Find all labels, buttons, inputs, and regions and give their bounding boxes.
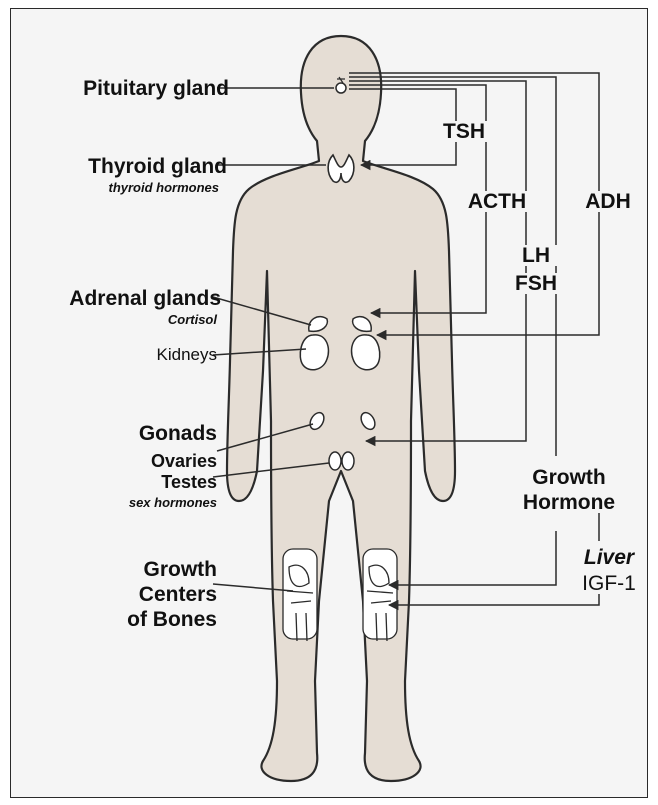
pituitary-gland: [336, 83, 346, 93]
lh-label: LH: [507, 245, 565, 266]
testis-right: [342, 452, 354, 470]
adh-label: ADH: [571, 191, 645, 212]
acth-label: ACTH: [457, 191, 537, 212]
gonads-label: Gonads: [71, 423, 217, 444]
fsh-label: FSH: [503, 273, 569, 294]
kidney-right: [352, 335, 380, 370]
growth-centers-label-2: Centers: [91, 584, 217, 605]
growth-centers-label-3: of Bones: [91, 609, 217, 630]
pituitary-label: Pituitary gland: [39, 78, 229, 99]
liver-label: Liver: [571, 547, 647, 568]
knee-right: [363, 549, 397, 641]
thyroid-label: Thyroid gland: [31, 156, 227, 177]
kidneys-label: Kidneys: [101, 346, 217, 363]
growth-centers-label-1: Growth: [91, 559, 217, 580]
endocrine-diagram: [11, 9, 647, 797]
kidney-left: [300, 335, 328, 370]
growth-hormone-label-1: Growth: [511, 467, 627, 488]
testes-label: Testes: [91, 473, 217, 491]
knee-left: [283, 549, 317, 641]
igf-label: IGF-1: [567, 573, 648, 594]
adrenal-sub-label: Cortisol: [101, 313, 217, 326]
adrenal-label: Adrenal glands: [31, 288, 221, 309]
diagram-frame: Pituitary gland Thyroid gland thyroid ho…: [10, 8, 648, 798]
ovaries-label: Ovaries: [91, 452, 217, 470]
tsh-label: TSH: [429, 121, 499, 142]
thyroid-sub-label: thyroid hormones: [51, 181, 219, 194]
testis-left: [329, 452, 341, 470]
body-silhouette: [227, 36, 455, 781]
gonads-sub-label: sex hormones: [91, 496, 217, 509]
growth-hormone-label-2: Hormone: [511, 492, 627, 513]
